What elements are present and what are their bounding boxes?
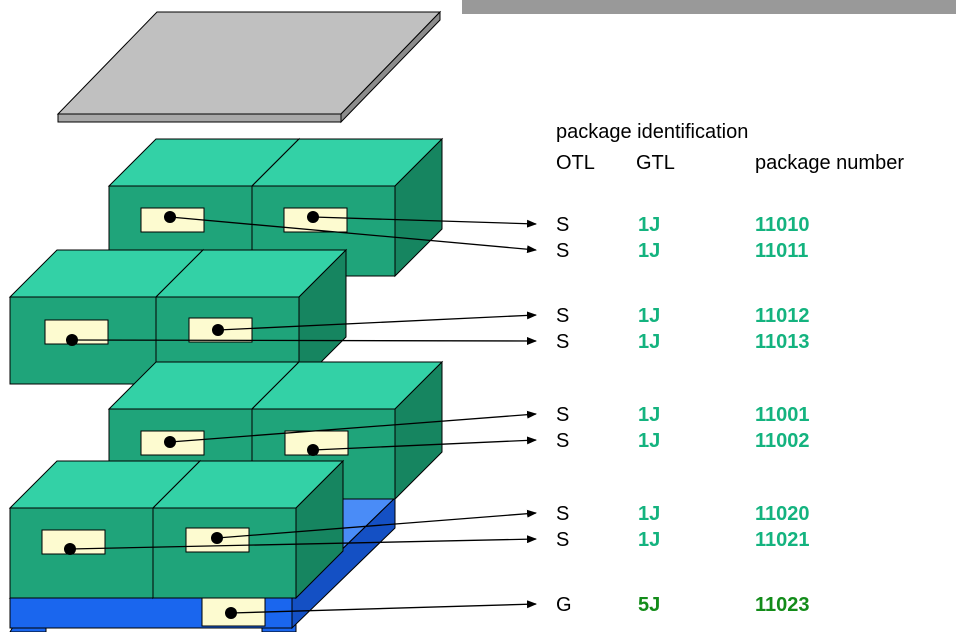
package-row: G 5J 11023 bbox=[556, 594, 810, 616]
label-dot bbox=[212, 324, 224, 336]
label-arrow bbox=[312, 436, 537, 451]
label-arrow bbox=[217, 311, 537, 331]
row-gtl: 5J bbox=[638, 594, 660, 616]
header-col-package-number: package number bbox=[755, 152, 904, 174]
header-col-gtl: GTL bbox=[636, 152, 675, 174]
row-otl: S bbox=[556, 331, 569, 353]
row-otl: S bbox=[556, 529, 569, 551]
row-otl: S bbox=[556, 503, 569, 525]
row-package-number: 11020 bbox=[755, 503, 810, 525]
package-row: S 1J 11002 bbox=[556, 430, 810, 452]
row-otl: G bbox=[556, 594, 572, 616]
row-package-number: 11001 bbox=[755, 404, 810, 426]
header-title: package identification bbox=[556, 121, 748, 143]
package-row: S 1J 11020 bbox=[556, 503, 810, 525]
label-dot bbox=[307, 211, 319, 223]
header-col-otl: OTL bbox=[556, 152, 595, 174]
row-gtl: 1J bbox=[638, 240, 660, 262]
label-dot bbox=[66, 334, 78, 346]
label-dot bbox=[307, 444, 319, 456]
label-dot bbox=[225, 607, 237, 619]
boxes bbox=[8, 137, 444, 600]
row-gtl: 1J bbox=[638, 305, 660, 327]
package-label bbox=[41, 529, 106, 555]
row-package-number: 11011 bbox=[755, 240, 808, 262]
row-gtl: 1J bbox=[638, 331, 660, 353]
row-package-number: 11002 bbox=[755, 430, 810, 452]
package-row: S 1J 11001 bbox=[556, 404, 810, 426]
row-package-number: 11013 bbox=[755, 331, 810, 353]
row-otl: S bbox=[556, 214, 569, 236]
package-row: S 1J 11011 bbox=[556, 240, 808, 262]
label-arrow bbox=[230, 600, 537, 614]
label-dot bbox=[164, 211, 176, 223]
row-gtl: 1J bbox=[638, 214, 660, 236]
row-package-number: 11012 bbox=[755, 305, 810, 327]
label-arrow bbox=[216, 509, 537, 539]
row-package-number: 11023 bbox=[755, 594, 810, 616]
label-arrows bbox=[41, 207, 537, 627]
row-package-number: 11010 bbox=[755, 214, 810, 236]
pallet-lid bbox=[56, 10, 442, 124]
label-dot bbox=[64, 543, 76, 555]
label-arrow bbox=[71, 336, 537, 345]
row-otl: S bbox=[556, 430, 569, 452]
package-row: S 1J 11013 bbox=[556, 331, 810, 353]
label-arrow bbox=[69, 535, 537, 550]
header-banner bbox=[462, 0, 956, 14]
row-package-number: 11021 bbox=[755, 529, 810, 551]
row-gtl: 1J bbox=[638, 404, 660, 426]
package-row: S 1J 11021 bbox=[556, 529, 810, 551]
label-dot bbox=[211, 532, 223, 544]
row-otl: S bbox=[556, 305, 569, 327]
row-gtl: 1J bbox=[638, 529, 660, 551]
label-arrow bbox=[169, 410, 537, 443]
row-otl: S bbox=[556, 404, 569, 426]
row-otl: S bbox=[556, 240, 569, 262]
label-arrow bbox=[169, 216, 537, 254]
box-front bbox=[152, 507, 297, 599]
row-gtl: 1J bbox=[638, 430, 660, 452]
row-gtl: 1J bbox=[638, 503, 660, 525]
package-row: S 1J 11012 bbox=[556, 305, 810, 327]
label-dot bbox=[164, 436, 176, 448]
package-row: S 1J 11010 bbox=[556, 214, 810, 236]
label-arrow bbox=[312, 216, 537, 228]
